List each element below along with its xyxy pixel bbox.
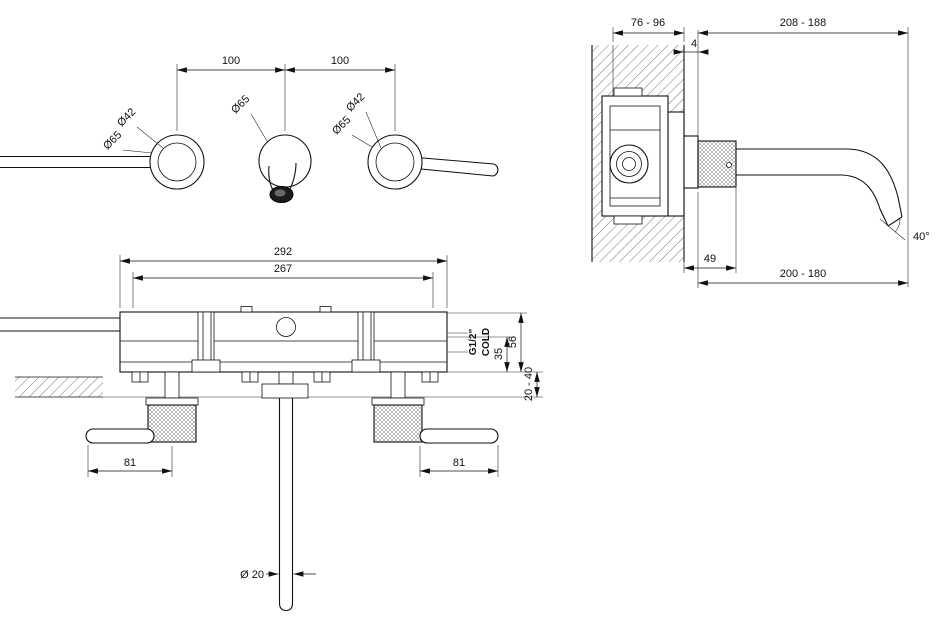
- dim-plate-offset: 4: [691, 38, 697, 50]
- right-valve: [371, 371, 499, 444]
- dim-overall-width: 292: [274, 246, 292, 258]
- dim-body-35: 35: [493, 348, 505, 360]
- diameter-labels: Ø42 Ø65 Ø65 Ø42 Ø65: [101, 91, 382, 154]
- wall-strip-hatch: [15, 377, 103, 397]
- dim-fixing-centers: 267: [274, 263, 292, 275]
- set-screw: [726, 162, 732, 168]
- left-valve-knurl: [147, 404, 197, 443]
- label-spout-d65: Ø65: [229, 93, 252, 116]
- plan-view: 292 267 G1/2" COLD 35 56 20 - 40: [0, 246, 543, 612]
- dim-lever-right: 81: [453, 457, 465, 469]
- left-lever: [85, 428, 155, 444]
- front-view: 100 100 Ø42 Ø65 Ø65 Ø42 Ø65: [0, 55, 499, 203]
- dim-reach-lower: 200 - 180: [780, 268, 826, 280]
- concealed-valve-body: [601, 87, 685, 225]
- port-labels: G1/2" COLD: [447, 328, 492, 356]
- reach-lower-dimension: 200 - 180: [697, 192, 908, 288]
- lever-dimension-left: 81: [87, 445, 173, 477]
- right-handle: [367, 134, 499, 190]
- dim-wall-depth: 76 - 96: [631, 17, 665, 29]
- plate-offset-dimension: 4: [673, 30, 709, 136]
- left-handle: [0, 134, 205, 190]
- side-view: 40° 76 - 96 4 208 - 188 49: [591, 17, 930, 288]
- label-left-d65: Ø65: [101, 129, 124, 152]
- spout-outlet-highlight: [274, 189, 286, 197]
- dim-spacing-left: 100: [222, 55, 240, 67]
- left-valve: [85, 371, 199, 444]
- spout-escutcheon-circle: [258, 134, 312, 188]
- wall-strip-section: [15, 376, 543, 398]
- spout-drop: [261, 371, 309, 612]
- spout-front: [258, 134, 312, 203]
- reach-upper-dimension: 208 - 188: [698, 17, 909, 287]
- label-cold: COLD: [481, 328, 492, 356]
- overall-width-dimension: 292: [119, 246, 448, 308]
- supply-pipe: [0, 317, 120, 332]
- trim-length-dimension: 49: [683, 188, 737, 273]
- spout-angle-annotation: 40°: [879, 218, 930, 243]
- spout-side: [736, 148, 903, 227]
- spout-diameter-dimension: Ø 20: [240, 569, 316, 581]
- handle-spacing-dimension: 100 100: [176, 55, 396, 131]
- label-right-d42: Ø42: [344, 91, 367, 114]
- fixing-centers-dimension: 267: [132, 263, 434, 308]
- trim-sleeve: [683, 135, 737, 189]
- wall-flange: [683, 135, 699, 189]
- left-handle-inner-ring: [157, 142, 197, 182]
- dim-spacing-right: 100: [331, 55, 349, 67]
- label-right-d65: Ø65: [330, 114, 353, 137]
- right-lever: [419, 428, 499, 444]
- manifold-body: [119, 306, 448, 383]
- dim-lever-left: 81: [124, 457, 136, 469]
- label-left-d42: Ø42: [115, 106, 138, 129]
- lever-dimension-right: 81: [419, 445, 499, 477]
- fixing-bracket-left: [197, 311, 215, 363]
- dim-spout-diameter: Ø 20: [240, 569, 264, 581]
- depth-dimensions: 35 56 20 - 40: [447, 312, 543, 401]
- fixing-bracket-right: [357, 311, 375, 363]
- dim-adjust-range: 20 - 40: [523, 367, 535, 401]
- label-thread: G1/2": [468, 329, 479, 356]
- wall-depth-dimension: 76 - 96: [612, 17, 685, 96]
- center-port-circle: [276, 317, 296, 337]
- right-handle-inner-ring: [375, 142, 415, 182]
- dim-spout-angle: 40°: [913, 231, 930, 243]
- right-valve-knurl: [373, 404, 423, 443]
- dim-body-56: 56: [507, 336, 519, 348]
- dim-trim-depth: 49: [704, 253, 716, 265]
- dim-reach-upper: 208 - 188: [780, 17, 826, 29]
